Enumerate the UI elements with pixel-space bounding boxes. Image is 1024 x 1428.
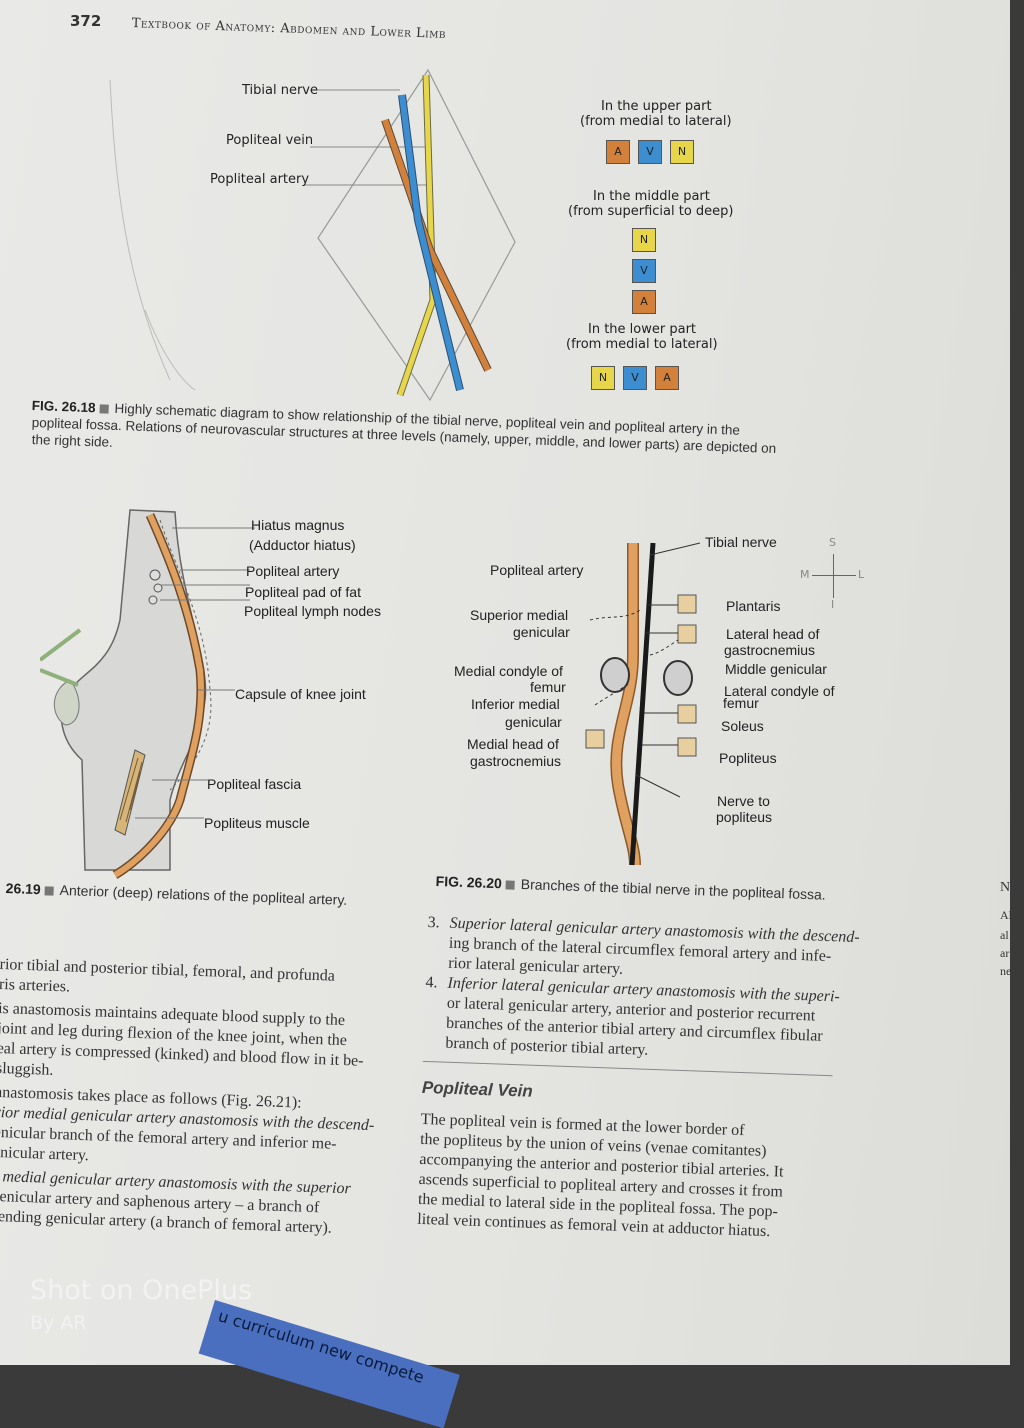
tibial-nerve-20 <box>629 542 656 866</box>
upper-box-a: A <box>606 140 630 164</box>
label-superior-medial-2: genicular <box>513 624 570 640</box>
list-item-4: 4. Inferior lateral genicular artery ana… <box>423 973 846 1068</box>
compass-i: I <box>831 598 835 611</box>
running-title: Textbook of Anatomy: Abdomen and Lower L… <box>131 16 447 42</box>
fig-26-20-number: FIG. 26.20 <box>435 873 503 892</box>
edge-fragment: ne <box>1000 964 1012 978</box>
label-middle-genicular: Middle genicular <box>725 661 827 677</box>
label-lateral-head: Lateral head of <box>726 626 820 642</box>
fig-26-20-caption: FIG. 26.20 Branches of the tibial nerve i… <box>435 873 826 903</box>
list-number-4: 4. <box>425 973 438 992</box>
fig-26-19-number: 26.19 <box>5 880 42 898</box>
lower-part-title: In the lower part <box>588 322 697 337</box>
fig-26-19-caption: 26.19 Anterior (deep) relations of the po… <box>5 880 347 908</box>
fig-26-20-diagram <box>585 542 701 866</box>
caption-square-icon <box>505 880 515 890</box>
right-column-list: 3. Superior lateral genicular artery ana… <box>417 913 860 1244</box>
middle-box-a: A <box>632 290 656 314</box>
middle-part-title: In the middle part <box>593 189 710 204</box>
upper-box-n: N <box>670 140 694 164</box>
lower-part-sub: (from medial to lateral) <box>566 337 718 352</box>
label-medial-condyle: Medial condyle of <box>454 663 563 679</box>
label-tibial-nerve-20: Tibial nerve <box>705 534 777 550</box>
page-number: 372 <box>70 12 102 30</box>
compass-m: M <box>800 568 810 581</box>
label-capsule-knee: Capsule of knee joint <box>235 686 366 702</box>
lower-box-n: N <box>591 366 615 390</box>
middle-box-n: N <box>632 228 656 252</box>
label-popliteus-muscle: Popliteus muscle <box>204 815 310 831</box>
label-nerve-to: Nerve to <box>717 793 770 809</box>
upper-part-title: In the upper part <box>601 99 712 114</box>
list-number-3: 3. <box>427 913 440 932</box>
label-popliteal-fascia: Popliteal fascia <box>207 776 302 792</box>
left-column-text: rior tibial and posterior tibial, femora… <box>0 955 400 1241</box>
compass-l: L <box>858 568 865 581</box>
textbook-page: 372 Textbook of Anatomy: Abdomen and Low… <box>0 0 1012 1365</box>
label-lateral-condyle: Lateral condyle of <box>724 683 835 699</box>
label-medial-condyle-2: femur <box>530 679 566 695</box>
lower-box-v: V <box>623 366 647 390</box>
label-popliteal-artery: Popliteal artery <box>210 172 310 187</box>
popliteus-muscle-shape <box>114 749 146 836</box>
edge-fragment: Al <box>1000 908 1012 922</box>
label-inferior-medial-2: genicular <box>505 714 562 730</box>
orientation-compass: S M L I <box>798 536 868 616</box>
watermark-line2: By AR <box>30 1312 87 1334</box>
fig-26-18-caption-line3: the right side. <box>31 432 113 450</box>
label-popliteal-artery-20: Popliteal artery <box>490 562 584 578</box>
edge-fragment: ar <box>1000 946 1010 960</box>
watermark-line1: Shot on OnePlus <box>30 1275 253 1306</box>
capsule-line <box>159 519 212 791</box>
fig-26-18-diagram <box>109 68 516 402</box>
fig-26-19-diagram <box>40 509 255 879</box>
caption-square-icon <box>44 886 54 896</box>
edge-fragment: al <box>1000 928 1009 942</box>
upper-part-sub: (from medial to lateral) <box>580 114 732 129</box>
camera-watermark: Shot on OnePlus By AR <box>30 1275 252 1334</box>
popliteal-vein-heading: Popliteal Vein <box>421 1077 534 1101</box>
label-tibial-nerve: Tibial nerve <box>242 83 319 98</box>
label-adductor-hiatus: (Adductor hiatus) <box>249 537 356 553</box>
edge-fragment: N <box>1000 880 1011 895</box>
fig-26-18-number: FIG. 26.18 <box>31 398 96 416</box>
caption-square-icon <box>99 404 109 414</box>
label-popliteal-vein: Popliteal vein <box>226 133 314 148</box>
label-nerve-to-2: popliteus <box>716 809 773 825</box>
label-soleus: Soleus <box>721 718 764 734</box>
label-popliteal-pad: Popliteal pad of fat <box>245 584 361 600</box>
middle-box-v: V <box>632 259 656 283</box>
fig-26-20-caption-text: Branches of the tibial nerve in the popl… <box>520 875 826 903</box>
label-medial-head-2: gastrocnemius <box>470 753 562 769</box>
label-lateral-head-2: gastrocnemius <box>724 642 816 658</box>
label-superior-medial: Superior medial <box>470 607 569 623</box>
label-popliteal-lymph-nodes: Popliteal lymph nodes <box>244 603 381 619</box>
label-hiatus-magnus: Hiatus magnus <box>251 517 345 533</box>
label-popliteus: Popliteus <box>719 750 777 766</box>
lower-box-a: A <box>655 366 679 390</box>
label-medial-head: Medial head of <box>467 736 559 752</box>
upper-box-v: V <box>638 140 662 164</box>
fig-26-19-caption-text: Anterior (deep) relations of the poplite… <box>59 881 348 908</box>
compass-s: S <box>829 536 836 549</box>
label-popliteal-artery-19: Popliteal artery <box>246 563 340 579</box>
label-plantaris: Plantaris <box>726 598 781 614</box>
middle-part-sub: (from superficial to deep) <box>568 204 734 219</box>
label-lateral-condyle-2: femur <box>723 695 759 711</box>
label-inferior-medial: Inferior medial <box>471 696 560 712</box>
